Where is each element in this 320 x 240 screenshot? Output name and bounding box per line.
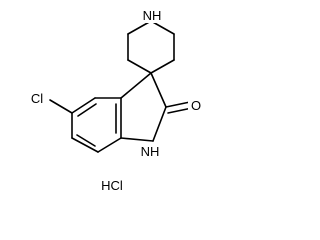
benzene-ring <box>49 97 122 153</box>
cl-halo <box>26 90 48 106</box>
indole-nh-label: NH <box>141 144 160 159</box>
nh-bottom-halo <box>138 142 162 158</box>
salt-label: HCl <box>101 178 123 193</box>
chemical-structure: NH O NH Cl HCl <box>26 7 204 193</box>
chlorine-label: Cl <box>31 91 43 106</box>
oxindole-ring <box>120 72 193 142</box>
carbonyl-o-label: O <box>191 98 201 113</box>
o-halo <box>188 97 204 113</box>
nh-top-halo <box>140 7 164 23</box>
piperidine-nh-label: NH <box>143 8 162 23</box>
piperidine-ring <box>127 20 175 74</box>
